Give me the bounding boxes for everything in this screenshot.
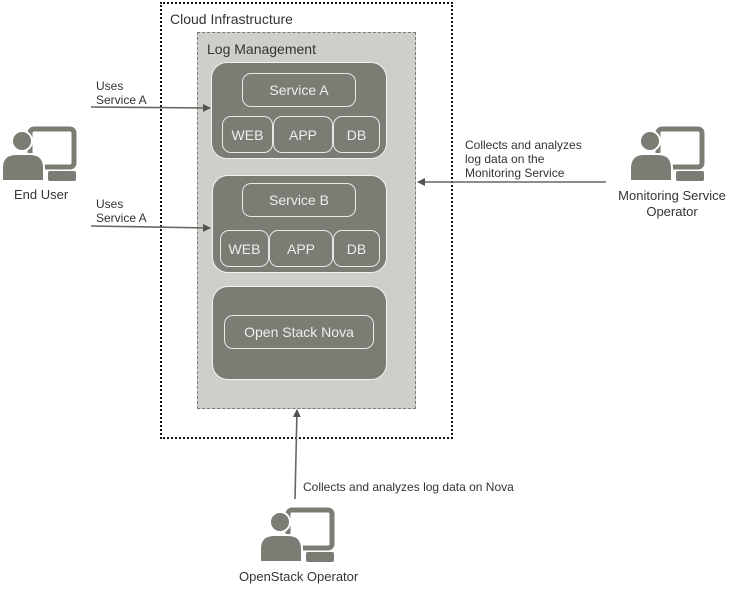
- edge-label-line: Uses: [96, 79, 124, 93]
- edge-label-uses-service-a-2: Uses Service A: [96, 197, 147, 225]
- edge-label-line: Collects and analyzes: [465, 138, 582, 152]
- edge-label-line: Monitoring Service: [465, 166, 565, 180]
- edge-label-line: Service A: [96, 93, 147, 107]
- end-user-icon: [1, 126, 77, 182]
- service-a-title: Service A: [242, 73, 356, 107]
- cloud-infrastructure-title: Cloud Infrastructure: [170, 11, 293, 27]
- label-line: Monitoring Service: [618, 188, 726, 203]
- edge-label-monitoring: Collects and analyzes log data on the Mo…: [465, 138, 582, 180]
- log-management-title: Log Management: [207, 41, 316, 57]
- label-line: Operator: [646, 204, 698, 219]
- monitoring-operator-label: Monitoring Service Operator: [600, 188, 744, 220]
- monitoring-operator-icon: [629, 126, 705, 182]
- service-b-web-tier: WEB: [220, 230, 269, 267]
- edge-label-nova: Collects and analyzes log data on Nova: [303, 480, 514, 494]
- edge-label-line: Uses: [96, 197, 124, 211]
- service-b-title: Service B: [242, 183, 356, 217]
- openstack-operator-label: OpenStack Operator: [239, 569, 359, 584]
- service-b-node: [212, 175, 387, 273]
- service-a-web-tier: WEB: [222, 116, 273, 153]
- openstack-operator-icon: [259, 507, 335, 563]
- nova-node: [212, 286, 387, 380]
- service-b-app-tier: APP: [269, 230, 333, 267]
- arrow-end-user-to-service-b: [90, 223, 211, 232]
- edge-label-uses-service-a-1: Uses Service A: [96, 79, 147, 107]
- edge-label-line: Service A: [96, 211, 147, 225]
- cloud-infrastructure-boundary: [160, 2, 453, 439]
- end-user-label: End User: [14, 187, 69, 202]
- service-a-app-tier: APP: [273, 116, 333, 153]
- service-a-node: [211, 62, 387, 159]
- service-a-db-tier: DB: [333, 116, 380, 153]
- edge-label-line: log data on the: [465, 152, 545, 166]
- service-b-db-tier: DB: [333, 230, 380, 267]
- nova-title: Open Stack Nova: [224, 315, 374, 349]
- arrow-openstack-operator-to-log-management: [292, 409, 301, 500]
- arrow-end-user-to-service-a: [90, 103, 211, 112]
